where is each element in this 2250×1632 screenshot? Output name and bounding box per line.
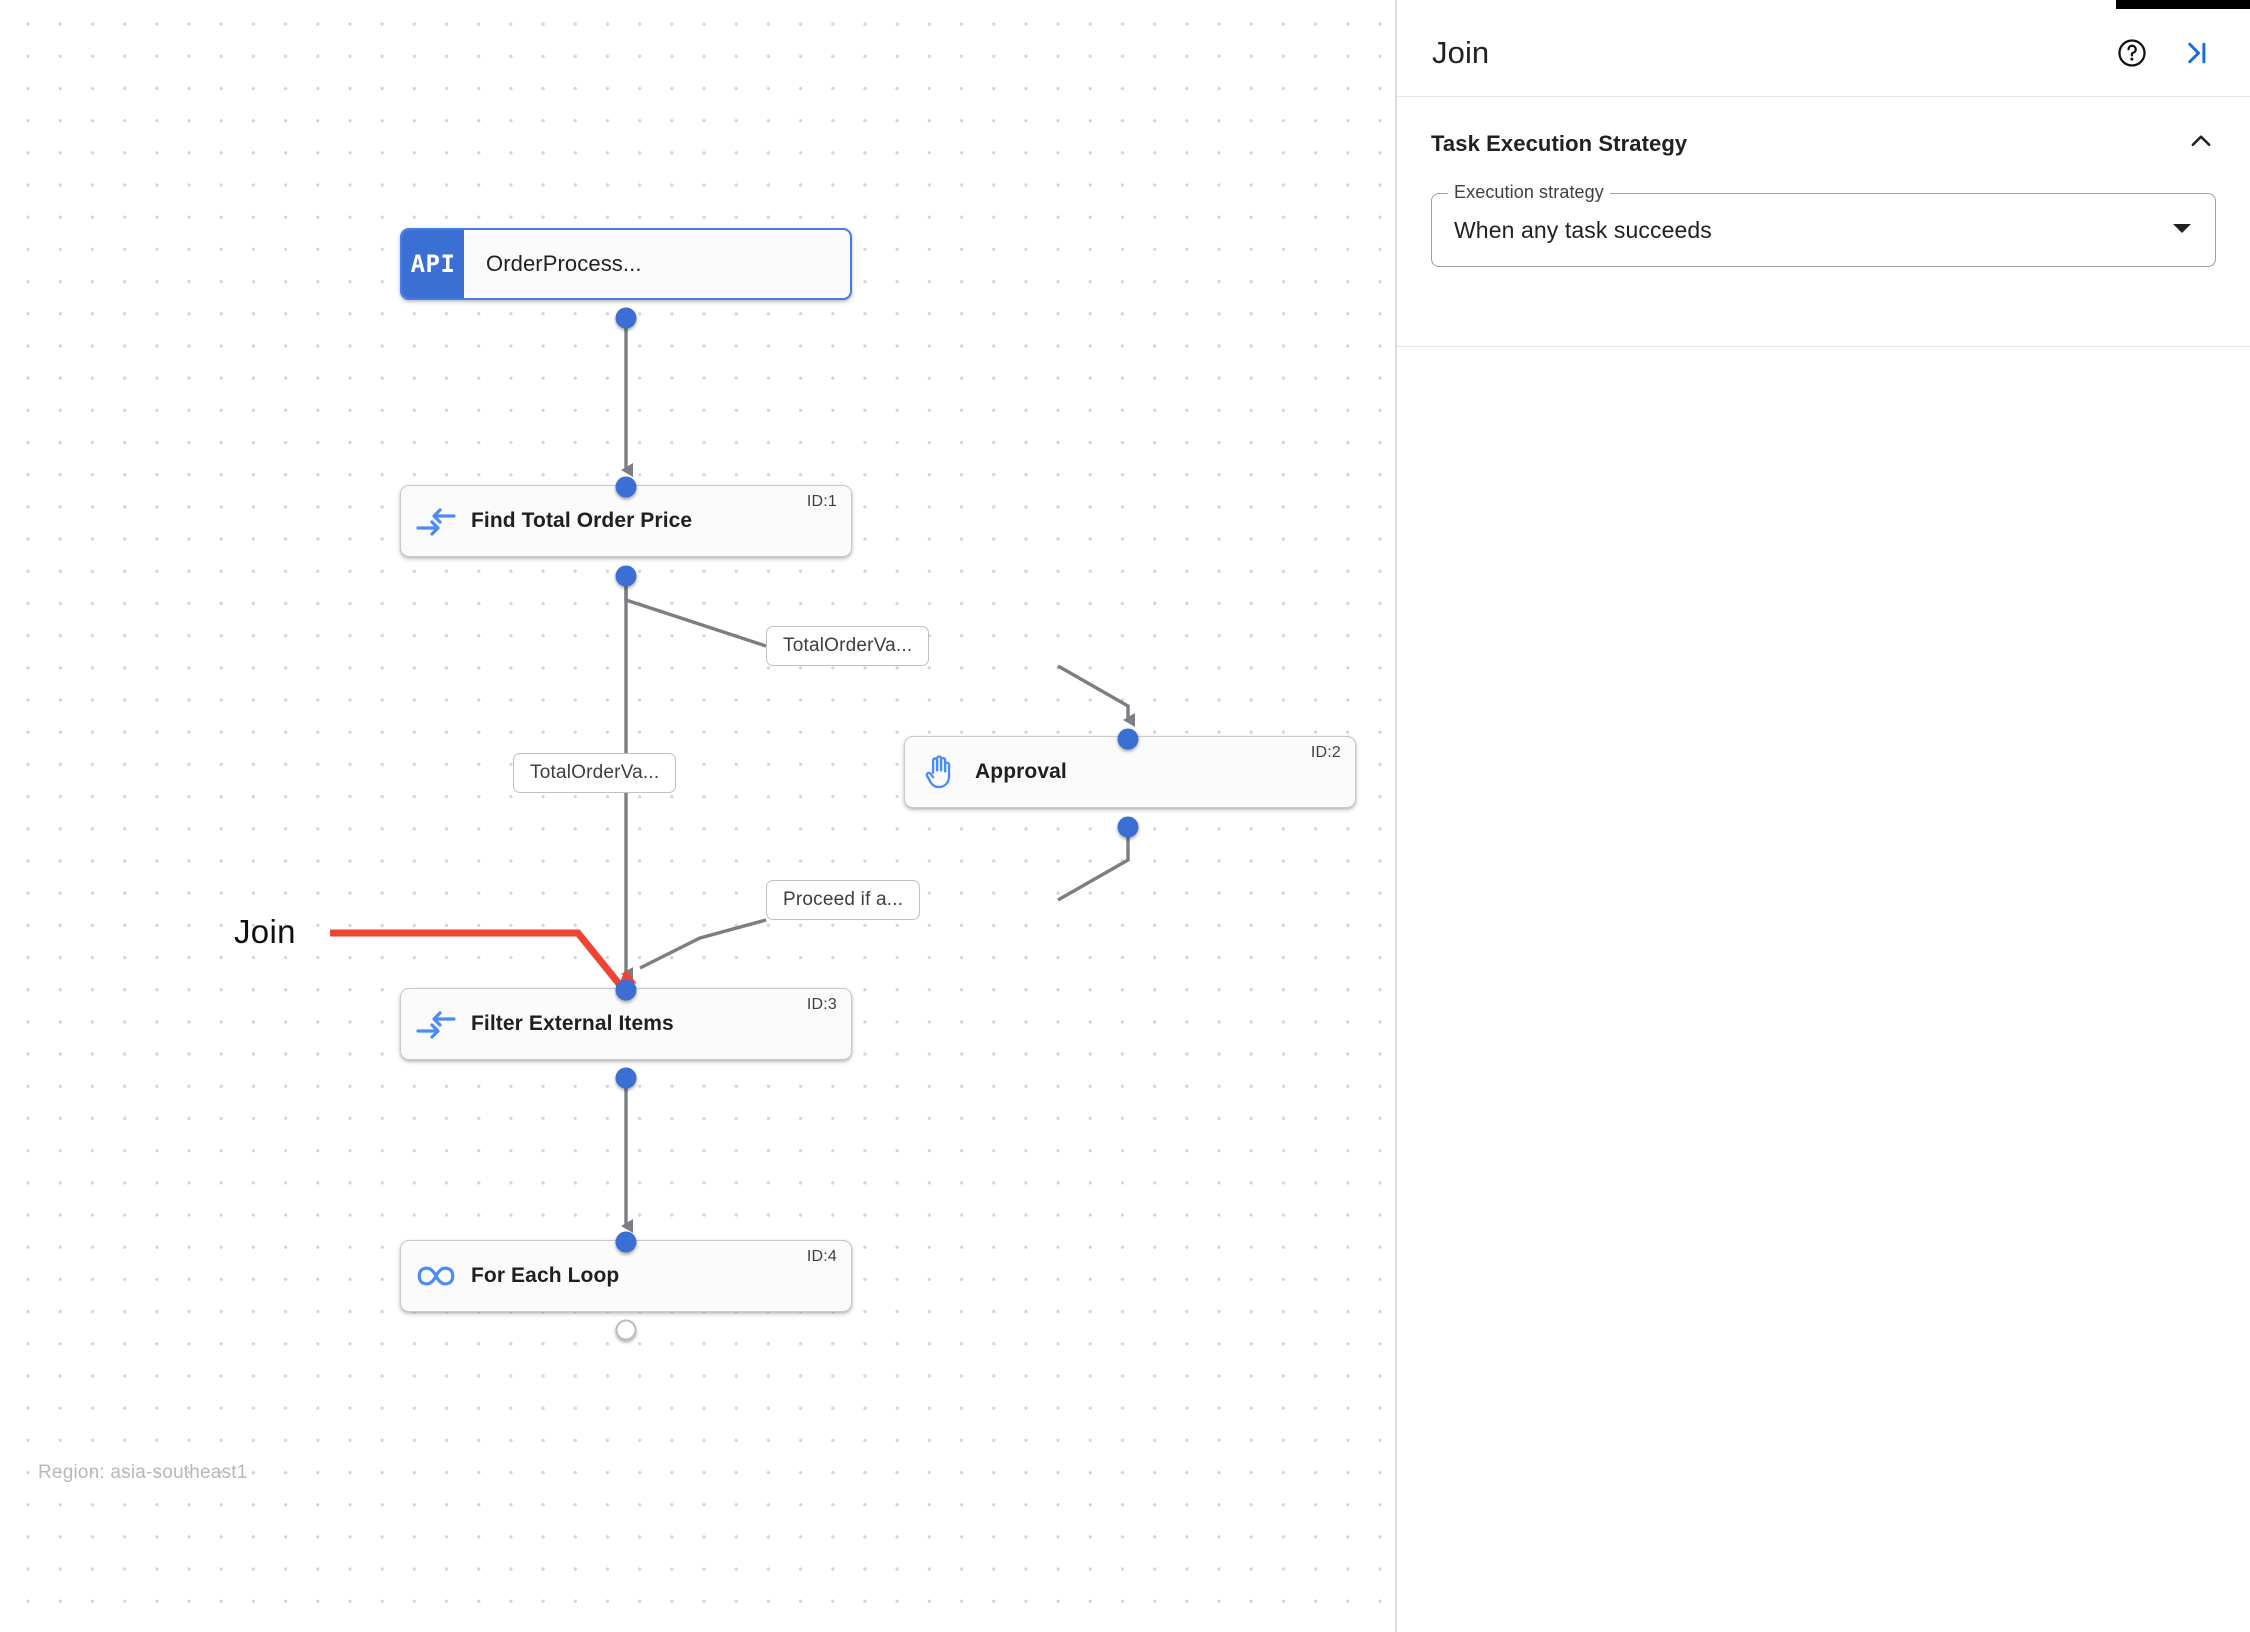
section-title: Task Execution Strategy [1431, 130, 1688, 156]
workflow-canvas[interactable]: API OrderProcess... Find Total Order Pri… [0, 0, 1396, 1632]
merge-arrows-icon [401, 505, 471, 537]
properties-panel: Join Task Execu [1397, 0, 2250, 1632]
node-connector-output[interactable] [615, 1319, 637, 1341]
node-id-label: ID:4 [806, 1248, 837, 1265]
edge-label[interactable]: TotalOrderVa... [766, 626, 930, 666]
panel-top-bar [2116, 0, 2250, 9]
execution-strategy-select[interactable]: Execution strategy When any task succeed… [1431, 182, 2216, 267]
panel-title: Join [1432, 34, 1490, 70]
node-connector-input[interactable] [615, 476, 637, 498]
node-title: For Each Loop [471, 1264, 620, 1287]
merge-arrows-icon [401, 1008, 471, 1040]
canvas-panel-divider [1395, 0, 1397, 1632]
node-connector-input[interactable] [615, 979, 637, 1001]
annotation-label-join: Join [234, 913, 296, 950]
node-connector-output[interactable] [615, 307, 637, 329]
node-connector-output[interactable] [1117, 816, 1139, 838]
node-title: Filter External Items [471, 1012, 674, 1035]
edge-connections [330, 322, 1135, 1233]
region-label: Region: asia-southeast1 [38, 1462, 248, 1483]
node-id-label: ID:1 [806, 493, 837, 510]
edge-label-text: Proceed if a... [783, 889, 904, 910]
section-header[interactable]: Task Execution Strategy [1397, 98, 2250, 171]
edge-label-text: TotalOrderVa... [783, 635, 913, 656]
task-execution-strategy-section: Task Execution Strategy Execution strate… [1397, 98, 2250, 267]
triangle-down-icon[interactable] [2171, 220, 2193, 241]
execution-strategy-value: When any task succeeds [1454, 216, 1712, 243]
panel-section-divider [1397, 346, 2250, 347]
panel-header: Join [1397, 9, 2250, 97]
infinity-icon [401, 1262, 471, 1290]
edge-label-text: TotalOrderVa... [530, 762, 660, 783]
node-title: OrderProcess... [486, 251, 642, 276]
node-for-each-loop[interactable]: For Each Loop ID:4 [400, 1240, 852, 1312]
node-title: Find Total Order Price [471, 509, 693, 532]
edge-label[interactable]: TotalOrderVa... [513, 753, 677, 793]
node-title: Approval [975, 760, 1067, 783]
edge-label[interactable]: Proceed if a... [766, 880, 921, 920]
node-connector-input[interactable] [615, 1231, 637, 1253]
node-connector-output[interactable] [615, 1067, 637, 1089]
execution-strategy-field-wrap: Execution strategy When any task succeed… [1397, 171, 2250, 267]
execution-strategy-label: Execution strategy [1448, 182, 1610, 203]
node-order-process[interactable]: API OrderProcess... [400, 228, 852, 300]
help-circle-icon[interactable] [2112, 33, 2152, 73]
node-id-label: ID:2 [1310, 744, 1341, 761]
node-connector-output[interactable] [615, 565, 637, 587]
node-id-label: ID:3 [806, 996, 837, 1013]
node-connector-input[interactable] [1117, 728, 1139, 750]
chevron-up-icon[interactable] [2186, 126, 2216, 161]
hand-icon [905, 752, 975, 792]
api-badge-icon: API [402, 230, 464, 298]
collapse-panel-right-icon[interactable] [2176, 33, 2216, 73]
